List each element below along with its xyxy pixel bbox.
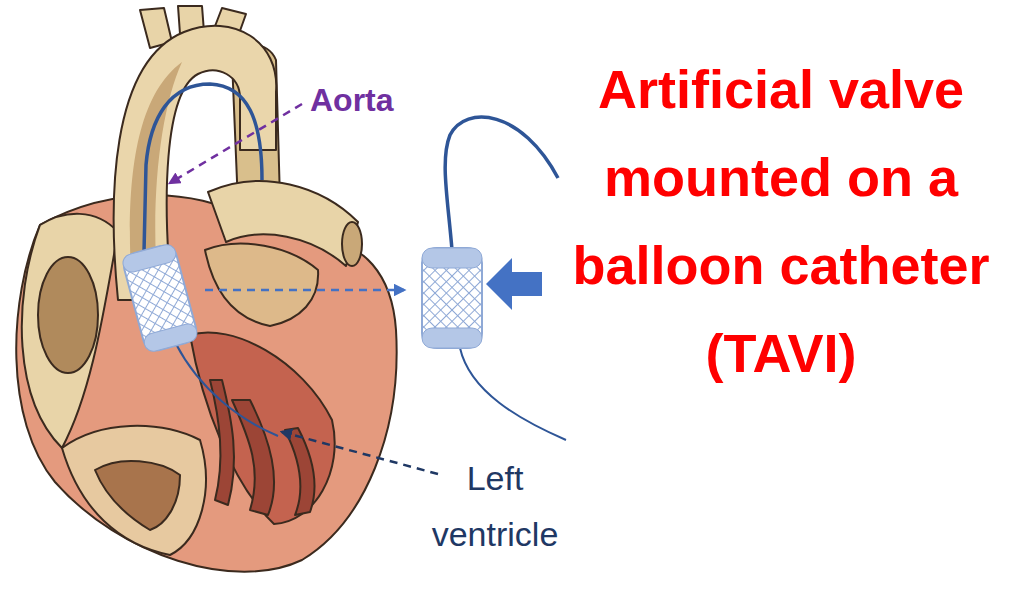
valve-stent xyxy=(121,243,199,354)
papillary-muscle xyxy=(210,380,234,505)
catheter-line xyxy=(445,117,558,250)
papillary-muscle xyxy=(232,400,274,515)
vessel-opening xyxy=(342,222,362,266)
atrium-cavity xyxy=(38,257,98,373)
balloon-end xyxy=(422,248,482,268)
pointer-arrow xyxy=(205,289,404,292)
leader-arrow xyxy=(170,104,302,183)
part-label: Left ventricle xyxy=(425,450,565,562)
left-atrium xyxy=(205,244,318,326)
right-atrium xyxy=(22,214,118,448)
part-label: Aorta xyxy=(310,80,420,120)
leader-arrow xyxy=(282,432,438,474)
balloon-end xyxy=(142,322,199,353)
catheter-line xyxy=(144,84,262,252)
valve-stent xyxy=(422,248,482,348)
balloon-end xyxy=(121,243,178,274)
valve-in-heart xyxy=(121,243,199,354)
ventricle-cavity xyxy=(95,461,180,530)
guide-wire xyxy=(176,344,278,436)
valve-enlarged xyxy=(422,248,482,348)
guide-wire xyxy=(460,348,566,440)
balloon-end xyxy=(422,328,482,348)
heading-label: Artificial valve mounted on a balloon ca… xyxy=(550,45,1012,397)
right-ventricle xyxy=(62,426,206,555)
block-arrow xyxy=(486,258,542,310)
papillary-muscle xyxy=(285,428,314,515)
